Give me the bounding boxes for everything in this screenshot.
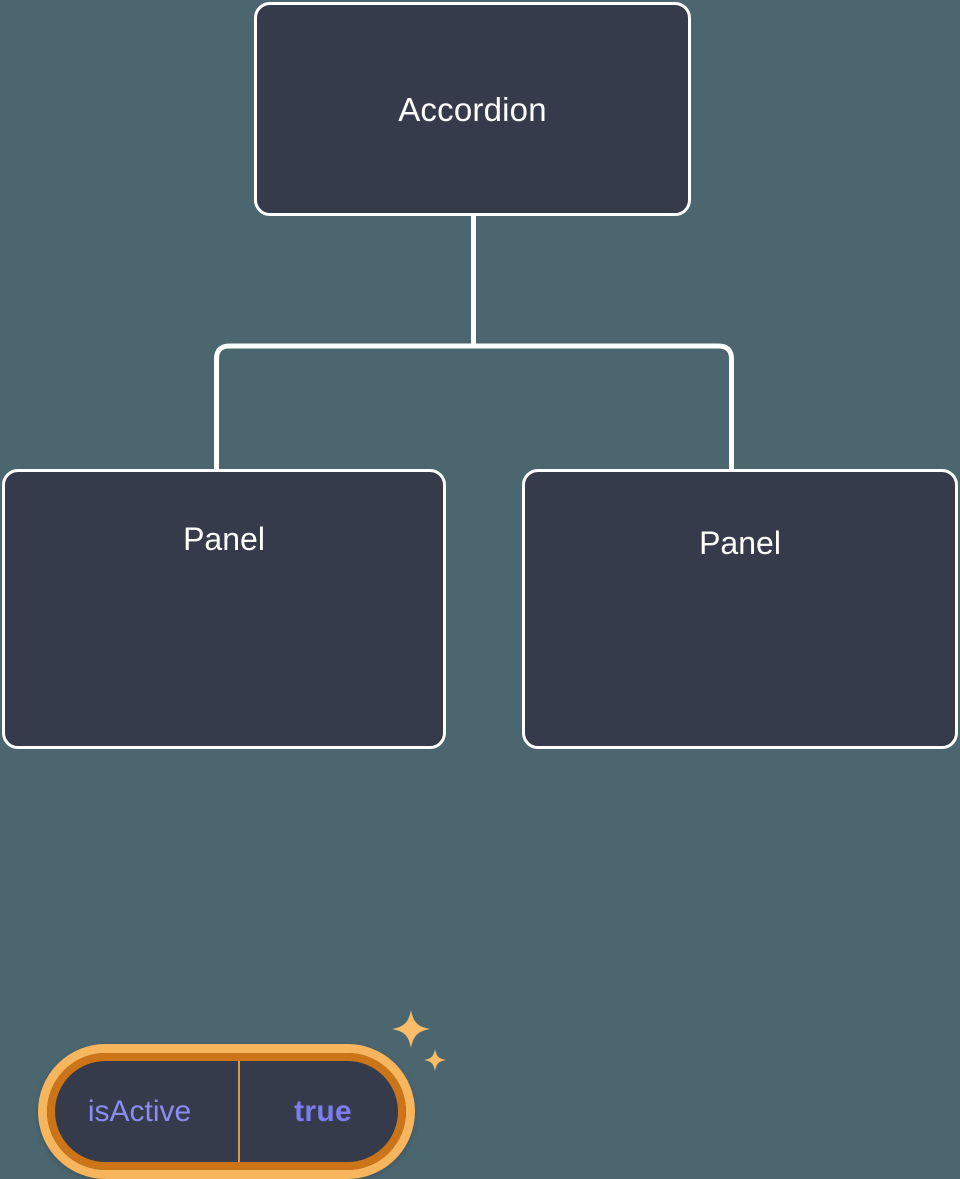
sparkle-small-icon bbox=[424, 1049, 446, 1071]
sparkle-large-icon bbox=[392, 1010, 430, 1048]
node-card-panel-0[interactable]: Panel isActive true bbox=[2, 469, 446, 1179]
prop-value-label: true bbox=[294, 1094, 352, 1128]
prop-key-label: isActive bbox=[47, 1053, 240, 1170]
node-card-accordion[interactable]: Accordion bbox=[254, 2, 691, 216]
node-card-panel-1[interactable]: Panel isActive false bbox=[522, 469, 958, 749]
connector-branch bbox=[214, 343, 734, 470]
prop-pill-isactive-true[interactable]: isActive true bbox=[38, 1044, 415, 1179]
node-title-panel-0: Panel bbox=[183, 521, 265, 557]
node-title-panel-1: Panel bbox=[699, 525, 781, 561]
node-title-accordion: Accordion bbox=[398, 91, 547, 128]
